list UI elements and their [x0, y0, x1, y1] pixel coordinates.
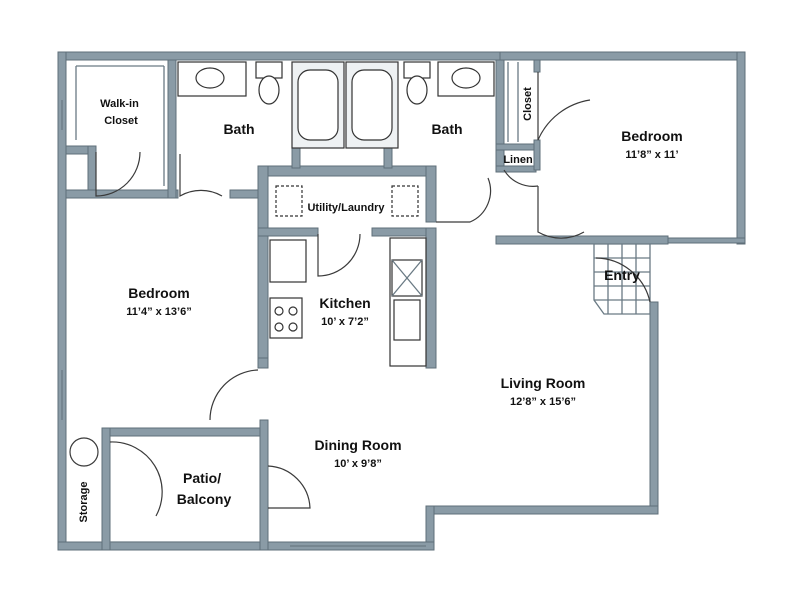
toilet-icon	[258, 75, 280, 105]
interior-walls	[65, 59, 541, 369]
living-room-dim: 12’8” x 15’6”	[510, 396, 576, 408]
dining-room-dim: 10’ x 9’8”	[334, 458, 382, 470]
walkin-closet-label: Walk-in Closet	[100, 98, 142, 127]
bedroom-left-dim: 11’4” x 13’6”	[126, 306, 191, 318]
doors	[69, 72, 651, 517]
sink-icon	[195, 67, 225, 89]
dining-room-label: Dining Room	[314, 437, 401, 453]
patio-balcony-label: Patio/ Balcony	[177, 470, 232, 507]
bedroom-right-label: Bedroom	[621, 128, 682, 144]
closet-rails	[75, 62, 519, 186]
linen-label: Linen	[503, 154, 533, 166]
bath-fixtures	[177, 61, 495, 149]
kitchen-dim: 10’ x 7’2”	[321, 316, 369, 328]
utility-laundry-label: Utility/Laundry	[307, 202, 385, 214]
patio-line1: Patio/	[183, 470, 221, 486]
kitchen-sink-icon	[393, 299, 421, 341]
laundry-appliances	[275, 185, 419, 217]
kitchen-appliances	[269, 237, 427, 367]
walkin-line1: Walk-in	[100, 98, 139, 110]
living-room-label: Living Room	[501, 375, 586, 391]
bath-right-label: Bath	[431, 121, 462, 137]
storage-label: Storage	[78, 482, 90, 523]
windows	[61, 100, 426, 547]
walkin-line2: Closet	[104, 115, 138, 127]
entry-label: Entry	[604, 267, 640, 283]
toilet-icon	[406, 75, 428, 105]
closet-label: Closet	[522, 87, 534, 121]
sink-icon	[451, 67, 481, 89]
bedroom-right-dim: 11’8” x 11’	[625, 149, 678, 161]
washer-icon	[275, 185, 303, 217]
stove-icon	[269, 297, 303, 339]
bedroom-left-label: Bedroom	[128, 285, 189, 301]
bath-left-label: Bath	[223, 121, 254, 137]
dryer-icon	[391, 185, 419, 217]
patio-line2: Balcony	[177, 491, 232, 507]
refrigerator-icon	[269, 239, 307, 283]
kitchen-label: Kitchen	[319, 295, 370, 311]
